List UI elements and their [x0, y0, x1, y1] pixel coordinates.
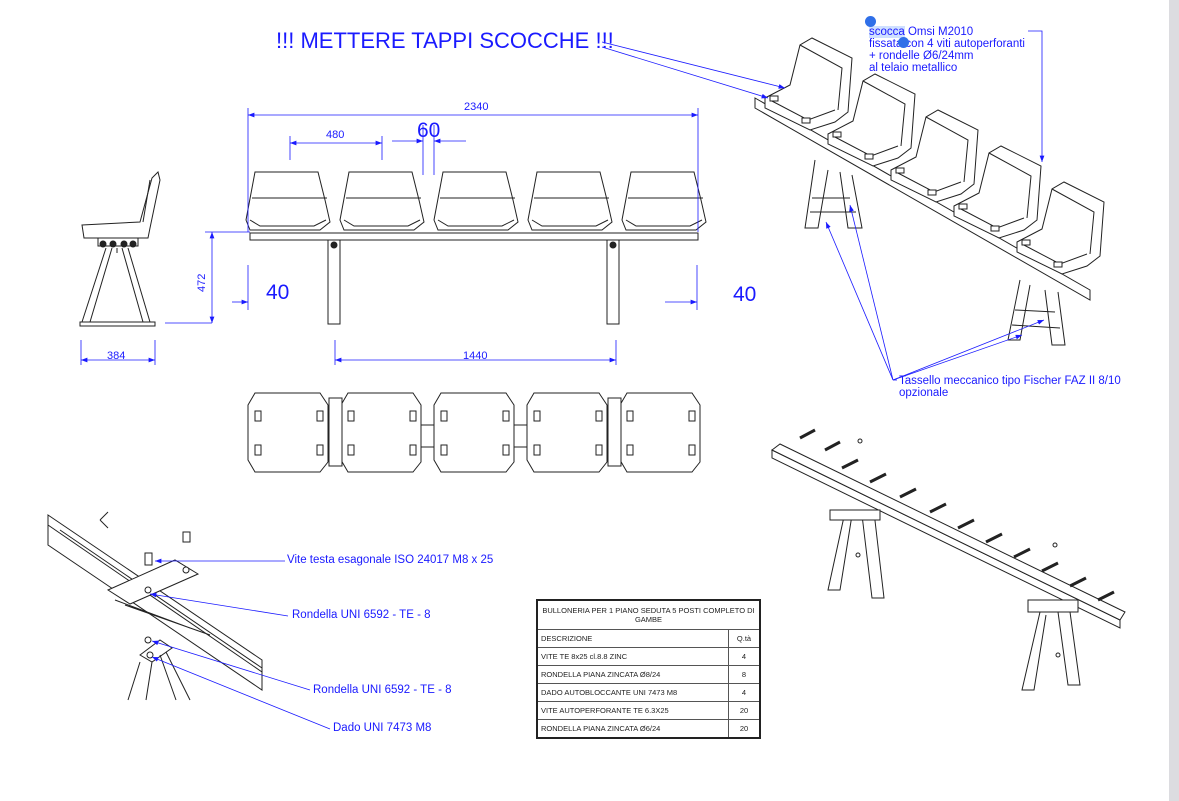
callout-nut: Dado UNI 7473 M8	[333, 722, 432, 734]
dim-overhang-right: 40	[733, 283, 757, 306]
warning-title: !!! METTERE TAPPI SCOCCHE !!!	[276, 28, 614, 53]
callout-screw: Vite testa esagonale ISO 24017 M8 x 25	[287, 554, 494, 566]
selection-start-handle[interactable]	[865, 16, 876, 27]
top-view	[247, 392, 701, 473]
selected-text[interactable]: scocca	[869, 26, 905, 38]
isometric-view	[754, 37, 1105, 346]
side-view-dims	[80, 231, 250, 365]
detail-callouts	[149, 558, 331, 730]
front-view-dims	[232, 108, 699, 365]
callout-washer-1: Rondella UNI 6592 - TE - 8	[292, 609, 431, 621]
shell-note: scocca Omsi M2010 fissata con 4 viti aut…	[869, 26, 1025, 74]
side-view	[79, 171, 161, 327]
callout-washer-2: Rondella UNI 6592 - TE - 8	[313, 684, 452, 696]
dim-height: 472	[196, 273, 208, 292]
front-view	[245, 171, 707, 325]
dim-seat-pitch: 480	[326, 129, 345, 141]
isometric-callouts	[601, 30, 1045, 381]
hardware-detail	[47, 511, 263, 701]
page-edge	[1169, 0, 1179, 801]
dim-depth: 384	[107, 350, 126, 362]
bom-title: BULLONERIA PER 1 PIANO SEDUTA 5 POSTI CO…	[536, 599, 761, 630]
dim-gap: 60	[417, 119, 441, 142]
frame-isometric	[771, 428, 1126, 691]
dim-leg-span: 1440	[463, 350, 488, 362]
bom-table: BULLONERIA PER 1 PIANO SEDUTA 5 POSTI CO…	[536, 599, 761, 739]
dim-total-width: 2340	[464, 101, 489, 113]
selection-end-handle[interactable]	[898, 37, 909, 48]
bom-col-qty: Q.tà	[728, 629, 761, 648]
dim-overhang-left: 40	[266, 281, 290, 304]
bom-col-desc: DESCRIZIONE	[536, 629, 729, 648]
anchor-note: Tassello meccanico tipo Fischer FAZ II 8…	[899, 375, 1121, 399]
